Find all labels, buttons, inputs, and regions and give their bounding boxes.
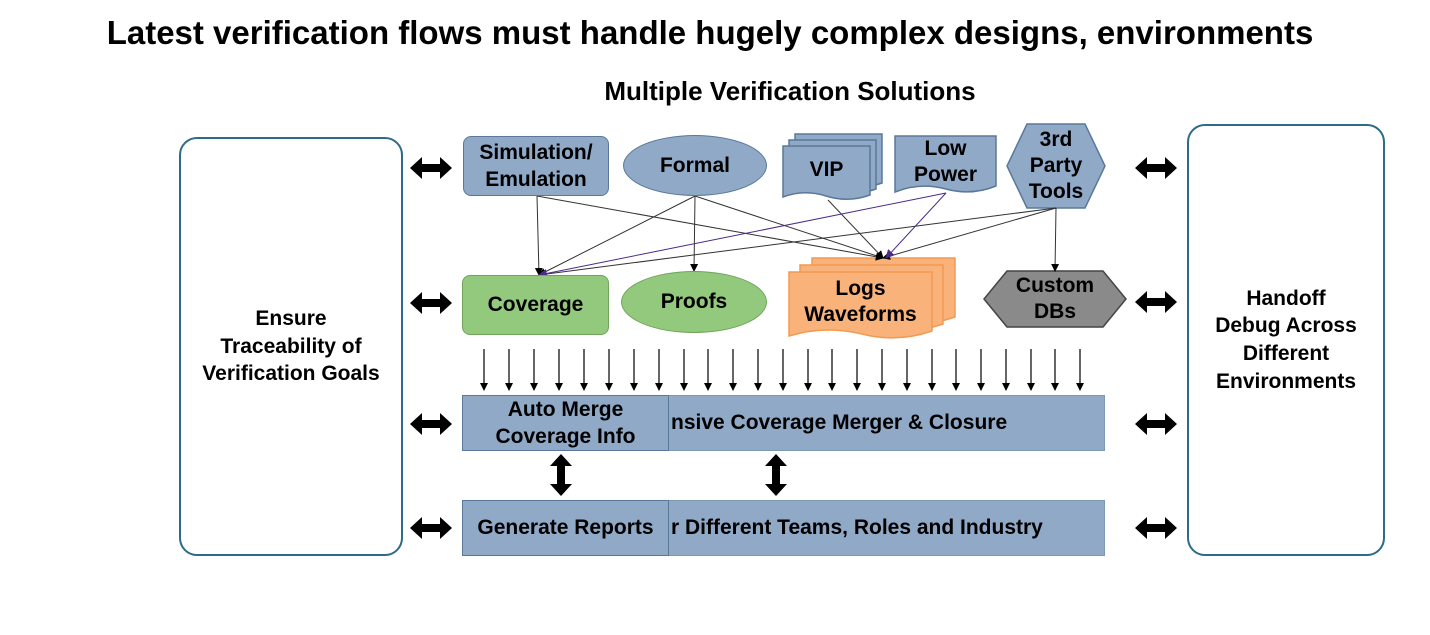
custom-dbs-hexagon: [983, 270, 1127, 328]
low-power-label: Low Power: [913, 136, 978, 186]
traceability-box: Ensure Traceability of Verification Goal…: [179, 137, 403, 556]
proofs-node: Proofs: [621, 271, 767, 333]
coverage-merger-label: nsive Coverage Merger & Closure: [671, 411, 1008, 434]
generate-reports-label: Generate Reports: [477, 516, 654, 540]
coverage-label: Coverage: [487, 293, 584, 317]
merge-arrows-row: [480, 349, 1084, 391]
custom-dbs-node: Custom DBs: [1000, 271, 1110, 327]
proofs-label: Proofs: [660, 290, 728, 314]
generate-reports-node: Generate Reports: [462, 500, 669, 556]
connectors: [534, 195, 1060, 279]
third-party-tools-label: 3rd Party Tools: [1028, 127, 1084, 204]
right-double-arrows: [1135, 157, 1177, 539]
left-double-arrows: [410, 157, 452, 539]
formal-label: Formal: [659, 153, 730, 177]
page-title: Latest verification flows must handle hu…: [106, 14, 1314, 51]
simulation-emulation-label: Simulation/ Emulation: [479, 140, 593, 191]
vip-label: VIP: [809, 157, 844, 181]
vip-node: VIP: [783, 148, 870, 192]
low-power-connectors: [538, 192, 947, 278]
auto-merge-label: Auto Merge Coverage Info: [495, 397, 636, 448]
third-party-hexagon: [1006, 123, 1106, 209]
formal-node: Formal: [623, 135, 767, 196]
traceability-label: Ensure Traceability of Verification Goal…: [202, 306, 380, 386]
coverage-node: Coverage: [462, 275, 609, 335]
low-power-node: Low Power: [895, 136, 996, 188]
logs-stack-shape: [788, 257, 956, 339]
simulation-emulation-node: Simulation/ Emulation: [463, 136, 609, 196]
low-power-shape: [894, 135, 997, 194]
vertical-double-arrows: [550, 454, 787, 496]
logs-waveforms-label: Logs Waveforms: [804, 276, 917, 326]
third-party-tools-node: 3rd Party Tools: [1015, 124, 1097, 208]
diagram-subtitle: Multiple Verification Solutions: [604, 76, 976, 106]
vip-stack-shape: [782, 133, 883, 200]
reports-bar-label: r Different Teams, Roles and Industry: [671, 516, 1043, 539]
custom-dbs-label: Custom DBs: [1015, 273, 1095, 323]
handoff-debug-label: Handoff Debug Across Different Environme…: [1215, 286, 1357, 393]
handoff-debug-box: Handoff Debug Across Different Environme…: [1187, 124, 1385, 556]
auto-merge-node: Auto Merge Coverage Info: [462, 395, 669, 451]
logs-waveforms-node: Logs Waveforms: [789, 274, 932, 330]
